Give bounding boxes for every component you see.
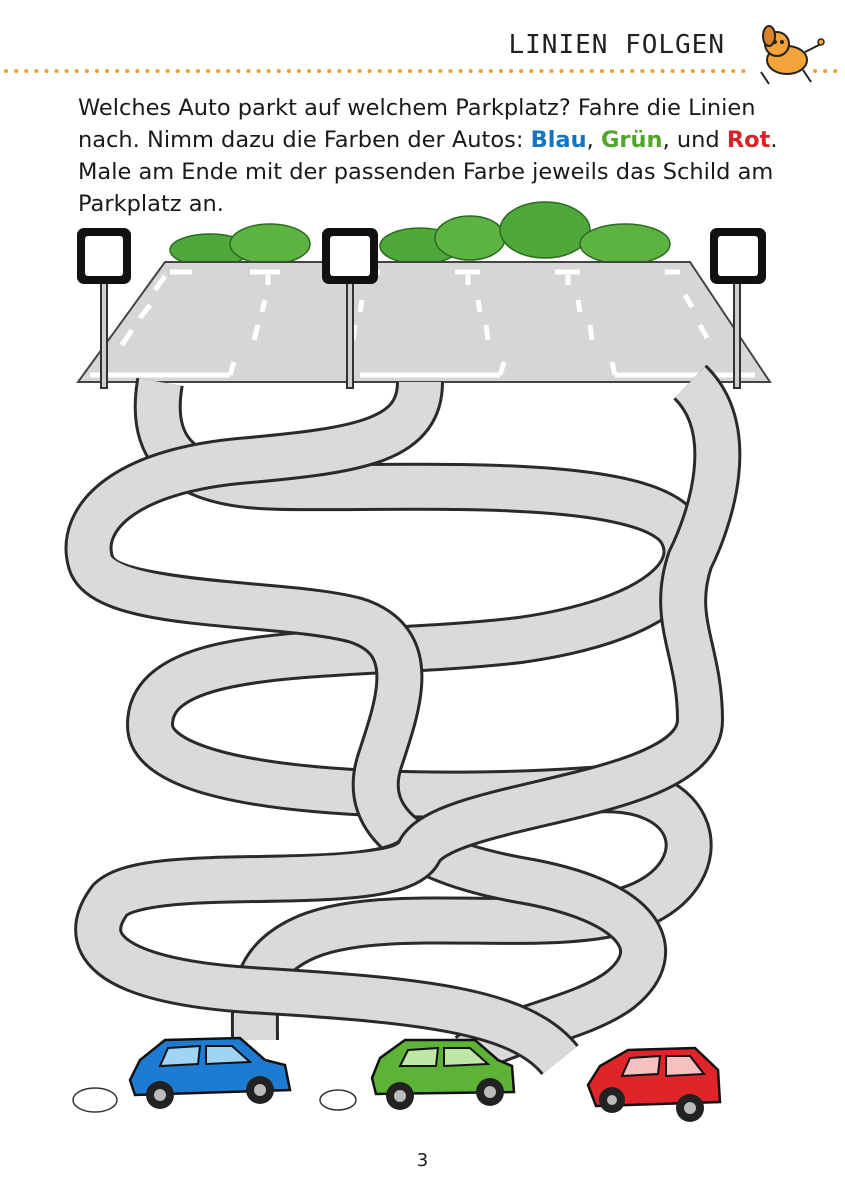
color-gruen: Grün [600,127,663,153]
page-number: 3 [416,1150,429,1171]
instructions-part1: Welches Auto parkt auf welchem Parkplatz… [78,95,756,153]
red-car [586,1046,722,1122]
parking-lot [76,261,772,383]
instructions-sep2: , und [662,127,727,153]
bushes [169,201,671,267]
instructions-part2: . Male am Ende mit der passenden Farbe j… [78,127,778,217]
parking-markings [90,269,755,378]
instructions-text: Welches Auto parkt auf welchem Parkplatz… [78,92,778,220]
color-blau: Blau [530,127,587,153]
mascot-dog-icon [760,25,825,85]
section-title: LINIEN FOLGEN [508,30,725,60]
color-rot: Rot [726,127,771,153]
instructions-sep1: , [586,127,601,153]
maze-roads [64,364,742,1076]
dotted-divider [4,69,842,73]
parking-sign-middle [322,228,378,389]
green-car [319,1038,516,1111]
parking-sign-right [710,228,766,389]
blue-car [72,1036,292,1113]
parking-sign-left [77,228,131,389]
